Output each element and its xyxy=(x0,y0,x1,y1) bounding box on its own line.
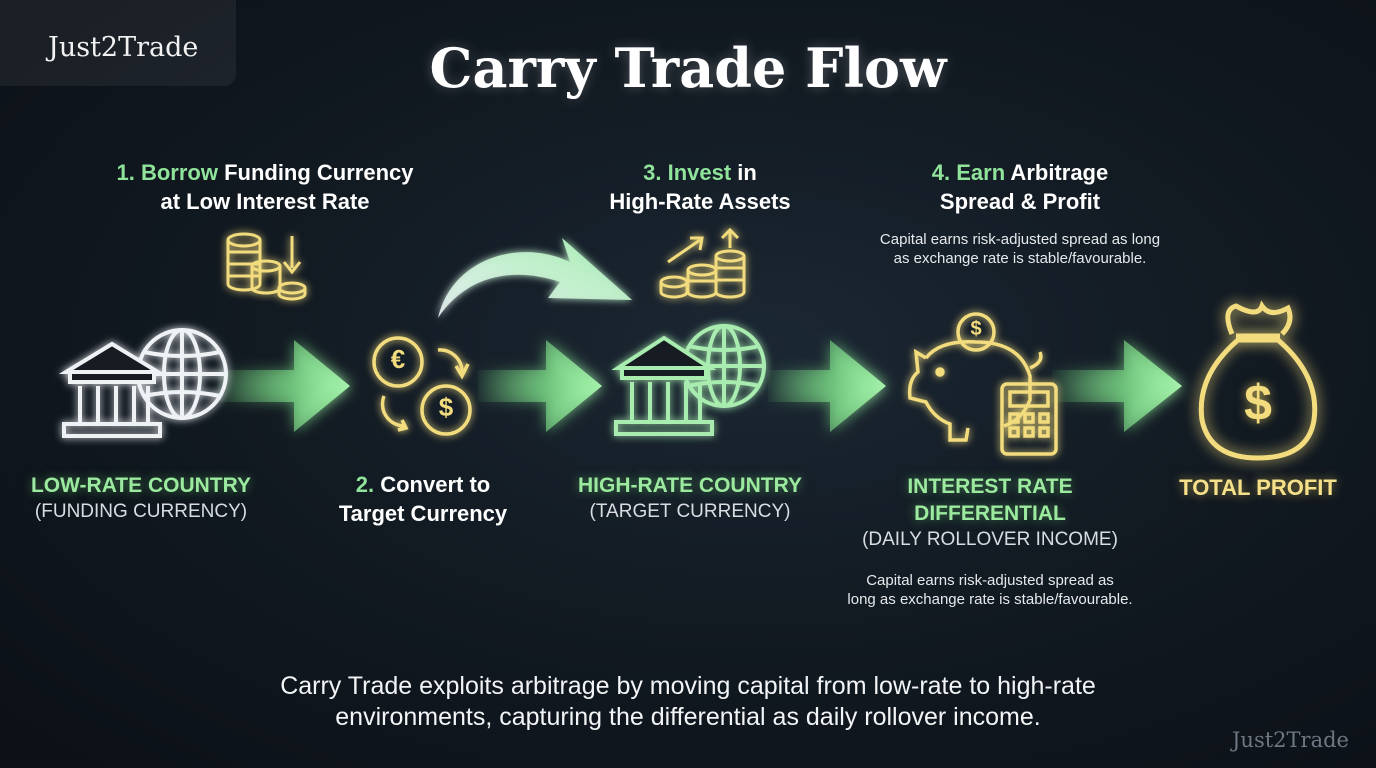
node-low-label: LOW-RATE COUNTRY xyxy=(30,474,252,497)
step-earn: 4. Earn Arbitrage Spread & Profit xyxy=(890,158,1150,216)
step-invest-num: 3. Invest xyxy=(643,160,732,185)
note-top-line1: Capital earns risk-adjusted spread as lo… xyxy=(879,231,1161,248)
flow-arrow-4 xyxy=(1052,340,1182,432)
dollar-icon: $ xyxy=(438,392,454,422)
node-low-rate: LOW-RATE COUNTRY (FUNDING CURRENCY) xyxy=(10,474,272,523)
node-high-sub: (TARGET CURRENCY) xyxy=(589,501,791,522)
step-convert-num: 2. xyxy=(355,472,375,497)
currency-exchange-icon xyxy=(372,336,472,436)
step-earn-rest: Arbitrage xyxy=(1005,160,1109,185)
piggy-dollar-icon: $ xyxy=(970,318,982,340)
note-top: Capital earns risk-adjusted spread as lo… xyxy=(850,230,1190,268)
bag-dollar-icon: $ xyxy=(1244,375,1272,431)
brand-panel xyxy=(0,0,236,86)
caption: Carry Trade exploits arbitrage by moving… xyxy=(0,671,1376,733)
step-borrow: 1. Borrow Funding Currency at Low Intere… xyxy=(100,158,430,216)
note-bottom-line2: long as exchange rate is stable/favourab… xyxy=(847,591,1133,608)
step-convert-rest: Convert to xyxy=(374,472,491,497)
step-borrow-rest: Funding Currency xyxy=(217,160,414,185)
piggy-bank-calculator-icon xyxy=(907,312,1058,456)
brand-logo: Just2Trade xyxy=(48,32,199,63)
node-high-label: HIGH-RATE COUNTRY xyxy=(578,474,802,497)
step-borrow-num: 1. Borrow xyxy=(116,160,218,185)
flow-arrow-3 xyxy=(768,340,886,432)
node-diff-label2: DIFFERENTIAL xyxy=(914,502,1066,525)
coins-up-icon xyxy=(659,227,746,299)
note-bottom-line1: Capital earns risk-adjusted spread as xyxy=(866,572,1114,589)
node-diff-label1: INTEREST RATE xyxy=(907,475,1073,498)
step-earn-line2: Spread & Profit xyxy=(939,189,1101,214)
step-invest: 3. Invest in High-Rate Assets xyxy=(570,158,830,216)
step-borrow-line2: at Low Interest Rate xyxy=(160,189,370,214)
node-differential: INTEREST RATE DIFFERENTIAL (DAILY ROLLOV… xyxy=(850,473,1130,551)
bank-globe-green-icon xyxy=(611,324,766,436)
coins-down-icon xyxy=(226,232,307,301)
step-convert: 2. Convert to Target Currency xyxy=(300,470,546,528)
step-convert-line2: Target Currency xyxy=(338,501,508,526)
step-earn-num: 4. Earn xyxy=(931,160,1006,185)
note-bottom: Capital earns risk-adjusted spread as lo… xyxy=(820,571,1160,609)
flow-arrow-2 xyxy=(478,340,602,432)
caption-line1: Carry Trade exploits arbitrage by moving… xyxy=(280,672,1096,700)
euro-icon: € xyxy=(390,344,406,374)
step-invest-line2: High-Rate Assets xyxy=(609,189,791,214)
curved-arrow xyxy=(438,238,632,318)
node-low-sub: (FUNDING CURRENCY) xyxy=(34,501,248,522)
brand-watermark: Just2Trade xyxy=(1232,728,1349,752)
node-high-rate: HIGH-RATE COUNTRY (TARGET CURRENCY) xyxy=(560,474,820,523)
page-title: Carry Trade Flow xyxy=(429,36,947,100)
bank-globe-icon xyxy=(58,328,228,438)
caption-line2: environments, capturing the differential… xyxy=(335,703,1041,731)
flow-arrow-1 xyxy=(218,340,350,432)
node-diff-sub: (DAILY ROLLOVER INCOME) xyxy=(862,529,1118,550)
node-total-profit: TOTAL PROFIT xyxy=(1179,475,1337,500)
note-top-line2: as exchange rate is stable/favourable. xyxy=(893,250,1147,267)
money-bag-icon xyxy=(1198,300,1318,461)
step-invest-rest: in xyxy=(731,160,757,185)
